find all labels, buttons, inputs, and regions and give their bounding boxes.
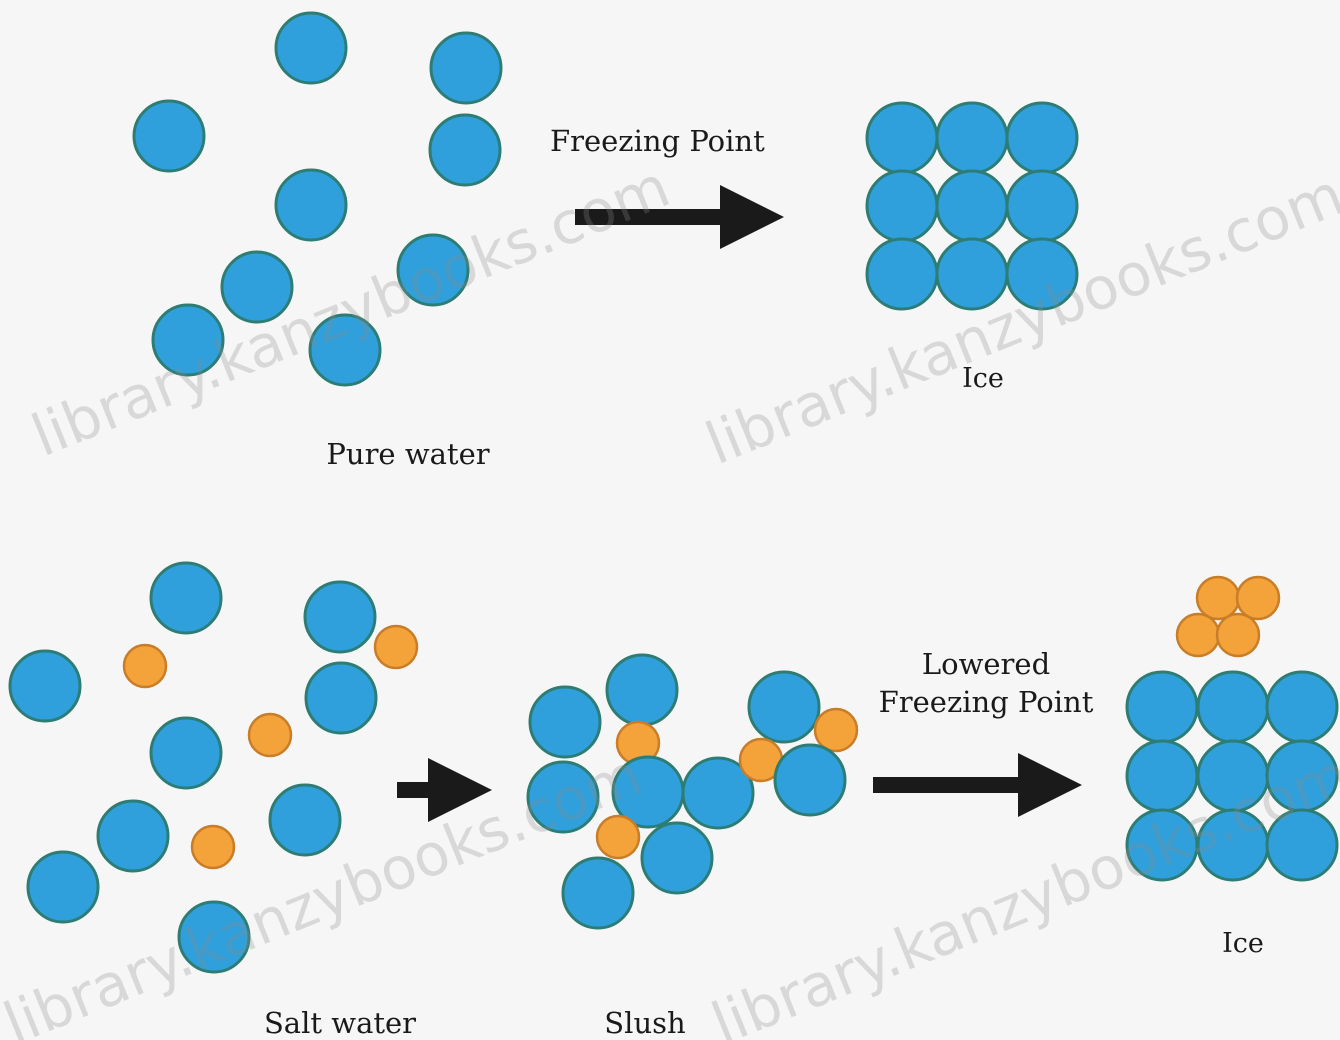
salt-water-molecules <box>8 561 419 974</box>
pure-water-label: Pure water <box>326 437 490 471</box>
salt-ion <box>595 814 641 860</box>
water-molecule <box>132 99 206 173</box>
water-molecule <box>1125 808 1199 882</box>
water-molecule <box>1125 739 1199 813</box>
water-molecule <box>274 168 348 242</box>
water-molecule <box>865 101 939 175</box>
water-molecule <box>151 303 225 377</box>
water-molecule <box>396 233 470 307</box>
salt-ion <box>1195 575 1241 621</box>
water-molecule <box>308 313 382 387</box>
water-molecule <box>1265 670 1339 744</box>
water-molecule <box>429 31 503 105</box>
water-molecule <box>528 685 602 759</box>
salt-ion <box>122 643 168 689</box>
salt-ion <box>373 624 419 670</box>
ice-lattice-bottom <box>1125 670 1339 882</box>
salt-ion <box>1175 612 1221 658</box>
water-molecule <box>304 661 378 735</box>
water-molecule <box>1005 101 1079 175</box>
salt-water-label: Salt water <box>263 1006 417 1040</box>
water-molecule <box>149 561 223 635</box>
water-molecule <box>526 760 600 834</box>
water-molecule <box>1196 670 1270 744</box>
water-molecule <box>640 821 714 895</box>
water-molecule <box>149 716 223 790</box>
water-molecule <box>1265 739 1339 813</box>
salt-ion <box>247 712 293 758</box>
water-molecule <box>1005 169 1079 243</box>
ice-lattice-top <box>865 101 1079 311</box>
water-molecule <box>681 756 755 830</box>
water-molecule <box>8 649 82 723</box>
water-molecule <box>747 670 821 744</box>
water-molecule <box>865 169 939 243</box>
water-molecule <box>605 653 679 727</box>
water-molecule <box>1005 237 1079 311</box>
salt-ion <box>190 824 236 870</box>
pure-water-molecules <box>132 11 503 387</box>
salt-ion <box>813 707 859 753</box>
water-molecule <box>865 237 939 311</box>
water-molecule <box>26 850 100 924</box>
water-molecule <box>268 783 342 857</box>
water-molecule <box>1265 808 1339 882</box>
slush-label: Slush <box>604 1006 686 1040</box>
water-molecule <box>177 900 251 974</box>
lowered-label-line2: Freezing Point <box>878 685 1094 719</box>
water-molecule <box>274 11 348 85</box>
freezing-point-label: Freezing Point <box>550 124 765 158</box>
water-molecule <box>935 237 1009 311</box>
ice-label-bottom: Ice <box>1222 928 1264 959</box>
water-molecule <box>428 113 502 187</box>
ice-label-top: Ice <box>962 363 1004 394</box>
water-molecule <box>1196 739 1270 813</box>
salt-ion <box>1215 612 1261 658</box>
water-molecule <box>220 250 294 324</box>
water-molecule <box>1196 808 1270 882</box>
salt-ion <box>1235 575 1281 621</box>
slush-cluster <box>526 653 859 930</box>
water-molecule <box>1125 670 1199 744</box>
water-molecule <box>561 856 635 930</box>
water-molecule <box>96 799 170 873</box>
separated-salt-ions <box>1175 575 1281 658</box>
water-molecule <box>935 169 1009 243</box>
water-molecule <box>773 743 847 817</box>
water-molecule <box>935 101 1009 175</box>
water-molecule <box>303 580 377 654</box>
lowered-label-line1: Lowered <box>921 647 1051 681</box>
